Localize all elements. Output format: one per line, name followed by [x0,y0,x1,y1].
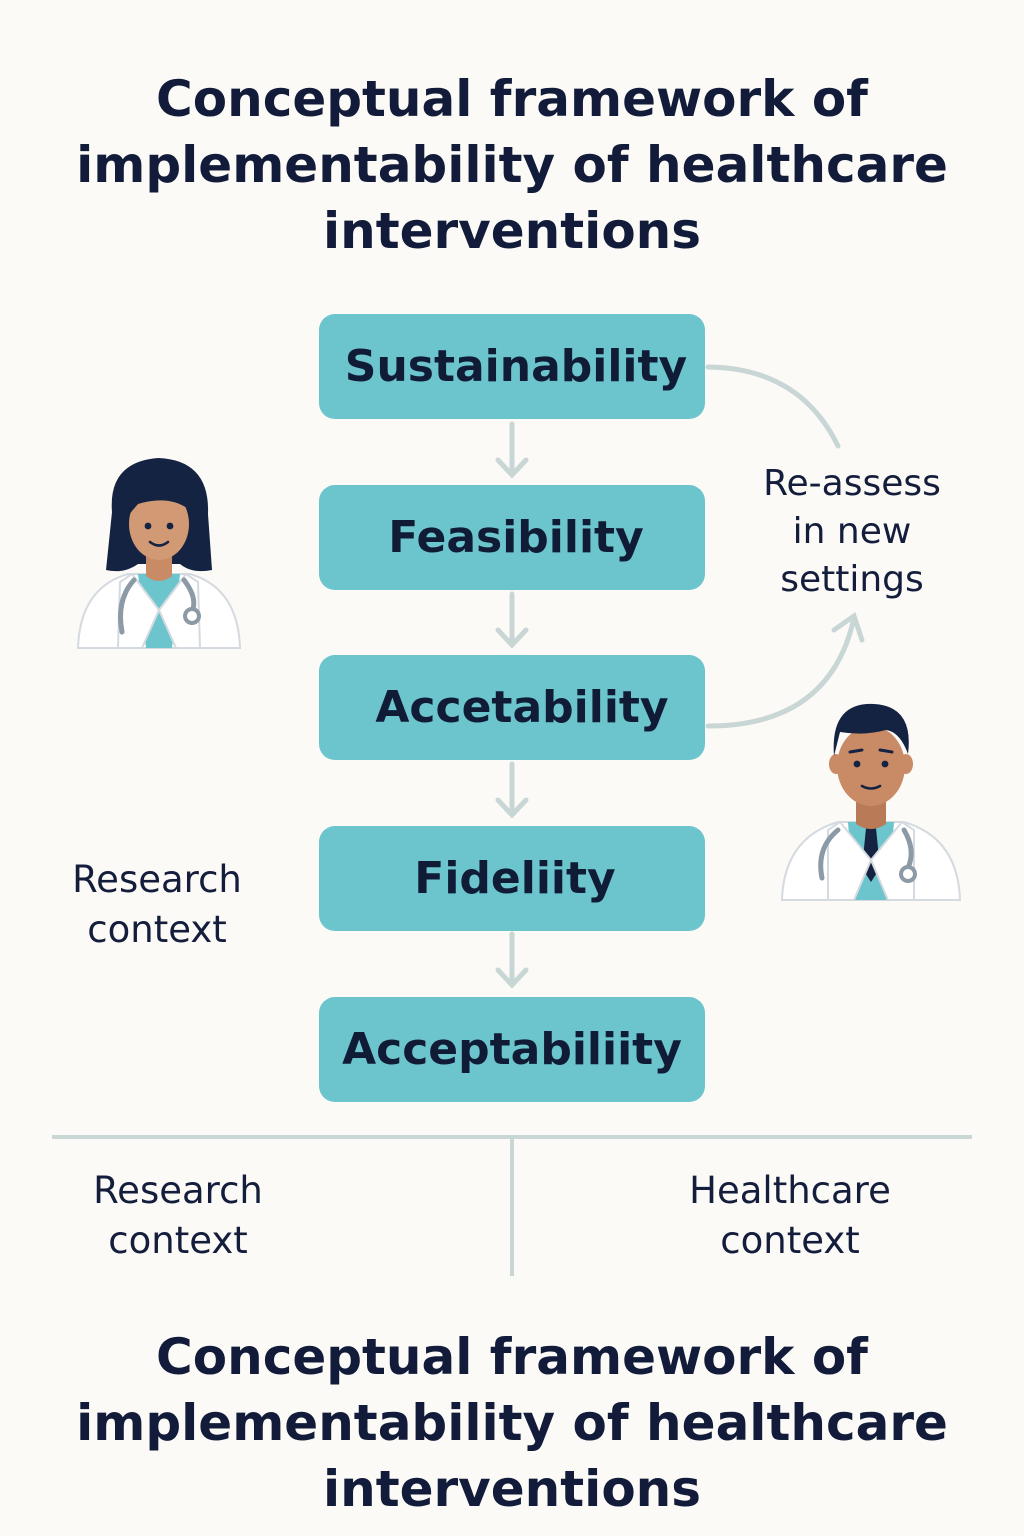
research-context-label: Research context [70,1166,286,1266]
side-label-line-2: context [50,905,264,955]
research-context-side-label: Research context [50,855,264,955]
reassess-line-1: Re-assess [752,460,952,508]
title-line-3: interventions [40,198,984,264]
loop-arrow-top [708,367,838,446]
step-box-sustainability: Sustainability [319,314,705,419]
connector-3-4 [498,764,526,815]
step-box-feasibility: Feasibility [319,485,705,590]
title-line-2: implementability of healthcare [40,132,984,198]
healthcare-line-2: context [660,1216,920,1266]
male-doctor-icon [776,692,966,902]
female-doctor-icon [72,452,246,652]
step-box-accetability: Accetability [319,655,705,760]
page-footer-title: Conceptual framework of implementability… [40,1324,984,1522]
step-label-1: Sustainability [345,341,687,392]
step-label-4: Fideliity [414,853,615,904]
step-box-acceptabiliity: Acceptabiliity [319,997,705,1102]
loop-arrowhead [834,616,862,640]
connector-2-3 [498,594,526,645]
research-line-2: context [70,1216,286,1266]
page-title: Conceptual framework of implementability… [40,66,984,264]
step-box-fideliity: Fideliity [319,826,705,931]
step-label-2: Feasibility [388,512,644,563]
healthcare-line-1: Healthcare [660,1166,920,1216]
side-label-line-1: Research [50,855,264,905]
step-label-5: Acceptabiliity [342,1024,682,1075]
reassess-line-3: settings [752,556,952,604]
reassess-line-2: in new [752,508,952,556]
title-line-1: Conceptual framework of [40,66,984,132]
reassess-note: Re-assess in new settings [752,460,952,604]
step-label-3: Accetability [375,682,668,733]
connector-4-5 [498,934,526,985]
footer-title-line-1: Conceptual framework of [40,1324,984,1390]
connector-1-2 [498,424,526,475]
research-line-1: Research [70,1166,286,1216]
footer-title-line-3: interventions [40,1456,984,1522]
footer-title-line-2: implementability of healthcare [40,1390,984,1456]
healthcare-context-label: Healthcare context [660,1166,920,1266]
